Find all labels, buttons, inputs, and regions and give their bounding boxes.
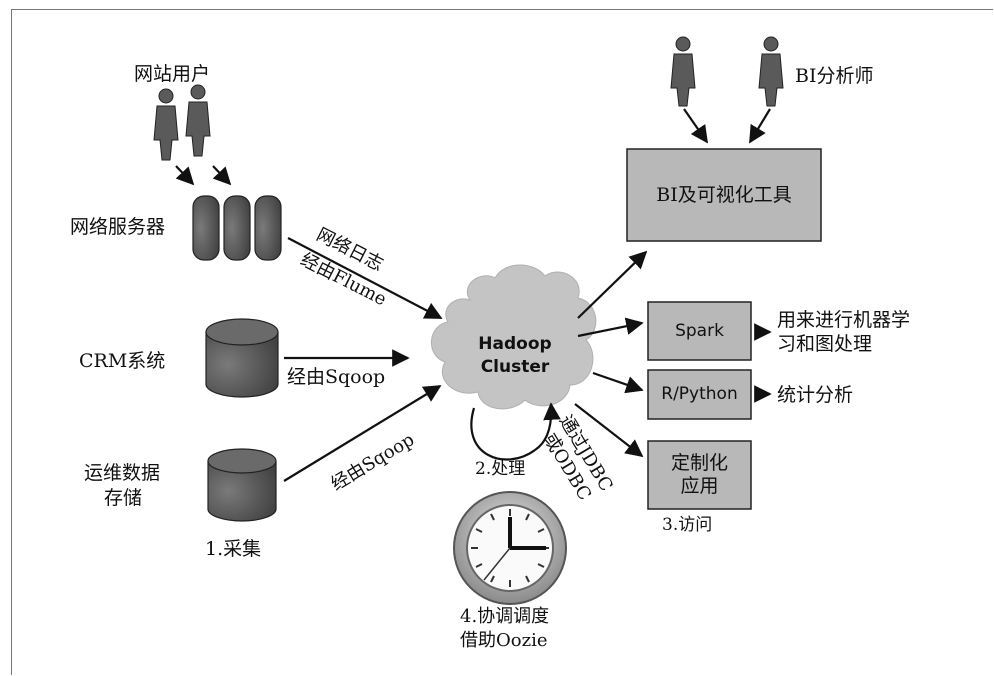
ops-storage-icon [207, 448, 277, 522]
arrow-cluster-to-bi [577, 250, 648, 319]
spark-label: Spark [675, 320, 724, 341]
web-servers-icon [192, 195, 282, 261]
web-users-icon [153, 84, 211, 161]
edge-crm-label: 经由Sqoop [287, 366, 386, 388]
custom-app-box [647, 440, 752, 510]
access-label: 3.访问 [662, 515, 713, 535]
arrow-cluster-to-rpython [592, 371, 644, 394]
arrow-cluster-to-spark [577, 317, 644, 338]
arrow-user1-to-servers [175, 165, 195, 186]
cluster-label-line2: Cluster [480, 357, 550, 377]
clock-icon [453, 491, 567, 605]
bi-tool-label: BI及可视化工具 [656, 183, 792, 206]
process-loop-arrow [470, 402, 561, 461]
arrow-user2-to-servers [212, 165, 232, 186]
ops-label-line2: 存储 [104, 487, 143, 509]
schedule-label-line2: 借助Oozie [460, 630, 548, 651]
collect-label: 1.采集 [205, 538, 262, 560]
rpython-desc: 统计分析 [777, 384, 854, 406]
diagram-frame [11, 9, 993, 675]
ops-label-line1: 运维数据 [84, 462, 161, 484]
web-servers-label: 网络服务器 [70, 216, 166, 238]
spark-desc-line1: 用来进行机器学 [777, 309, 911, 331]
spark-desc-line2: 习和图处理 [777, 333, 873, 355]
rpython-box [647, 369, 752, 420]
spark-box [647, 301, 752, 361]
bi-tool-box [626, 148, 822, 242]
bi-analysts-label: BI分析师 [795, 65, 874, 87]
crm-label: CRM系统 [79, 350, 166, 372]
web-users-label: 网站用户 [134, 63, 211, 85]
arrow-analyst1-to-bi [683, 108, 709, 144]
cluster-label-line1: Hadoop [478, 334, 552, 354]
arrow-ops-to-cluster [283, 385, 442, 482]
custom-app-line1: 定制化 [670, 452, 728, 474]
schedule-label-line1: 4.协调调度 [460, 606, 550, 627]
arrow-weblogs-to-cluster [287, 237, 443, 319]
arrow-analyst2-to-bi [749, 108, 771, 144]
process-label: 2.处理 [475, 459, 526, 479]
flow-arrows [175, 108, 772, 482]
bi-analysts-icon [670, 36, 784, 107]
hadoop-cluster-cloud [430, 264, 597, 410]
rpython-label: R/Python [661, 384, 738, 404]
custom-app-line2: 应用 [680, 475, 719, 497]
custom-app-label: 定制化应用 [648, 441, 751, 509]
crm-database-icon [205, 318, 279, 398]
arrow-cluster-to-custom [574, 403, 644, 458]
